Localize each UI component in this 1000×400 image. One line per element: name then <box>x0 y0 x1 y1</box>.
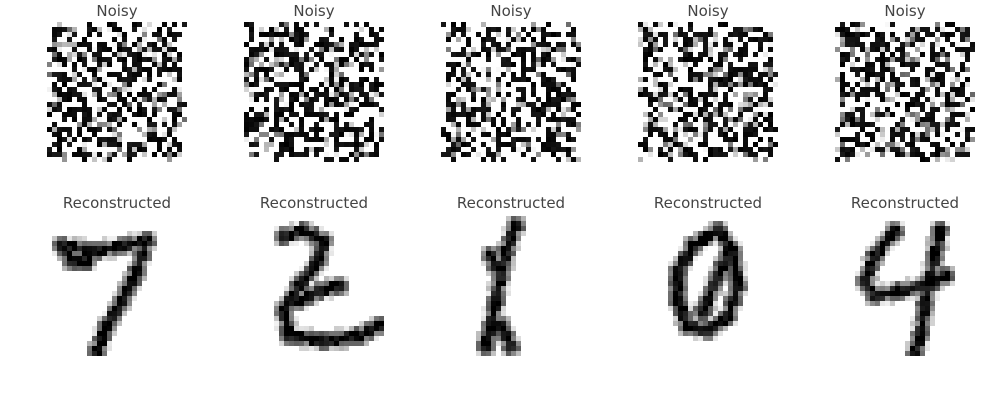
noisy-image <box>441 22 581 162</box>
reconstructed-title: Reconstructed <box>653 194 763 212</box>
noisy-title: Noisy <box>687 2 729 20</box>
reconstructed-pixel-grid <box>855 221 955 356</box>
noisy-title: Noisy <box>884 2 926 20</box>
noisy-title: Noisy <box>490 2 532 20</box>
noisy-image <box>835 22 975 162</box>
reconstructed-image <box>638 216 778 356</box>
reconstructed-image <box>244 216 384 356</box>
noisy-title: Noisy <box>293 2 335 20</box>
noisy-pixel-grid <box>638 22 778 162</box>
reconstructed-title: Reconstructed <box>259 194 369 212</box>
reconstructed-image <box>441 216 581 356</box>
noisy-pixel-grid <box>244 22 384 162</box>
reconstructed-image <box>835 216 975 356</box>
reconstructed-pixel-grid <box>274 221 384 351</box>
noisy-title: Noisy <box>96 2 138 20</box>
reconstructed-title: Reconstructed <box>850 194 960 212</box>
reconstructed-title: Reconstructed <box>456 194 566 212</box>
reconstructed-title: Reconstructed <box>62 194 172 212</box>
noisy-image <box>47 22 187 162</box>
noisy-image <box>244 22 384 162</box>
noisy-pixel-grid <box>835 22 975 162</box>
noisy-image <box>638 22 778 162</box>
noisy-pixel-grid <box>47 22 187 162</box>
noisy-pixel-grid <box>441 22 581 162</box>
reconstructed-pixel-grid <box>668 221 748 341</box>
reconstructed-image <box>47 216 187 356</box>
reconstructed-pixel-grid <box>52 231 157 356</box>
reconstructed-pixel-grid <box>476 216 526 356</box>
